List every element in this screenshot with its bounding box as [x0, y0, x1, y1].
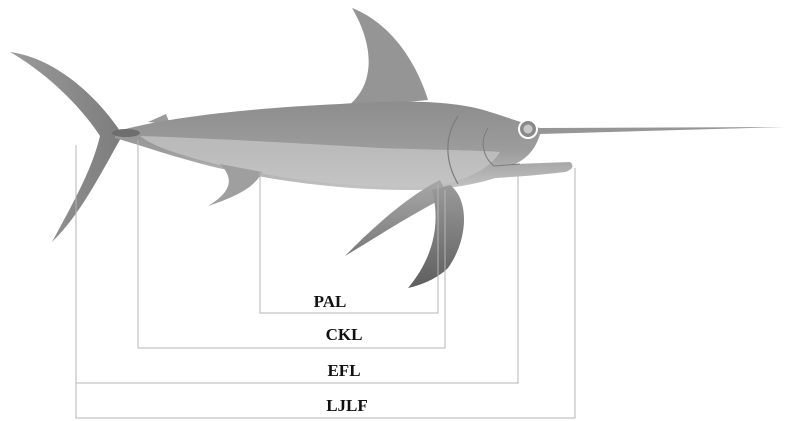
pupil — [524, 125, 533, 134]
measurement-labels: PAL CKL EFL LJLF — [314, 292, 368, 415]
pal-bracket — [260, 172, 438, 313]
efl-label: EFL — [327, 361, 360, 380]
dorsal-fin — [345, 8, 428, 108]
ckl-label: CKL — [326, 325, 363, 344]
swordfish-illustration — [10, 8, 785, 288]
pal-label: PAL — [314, 292, 347, 311]
caudal-fin — [10, 52, 122, 242]
ljlf-label: LJLF — [326, 396, 368, 415]
caudal-keel — [112, 129, 140, 137]
